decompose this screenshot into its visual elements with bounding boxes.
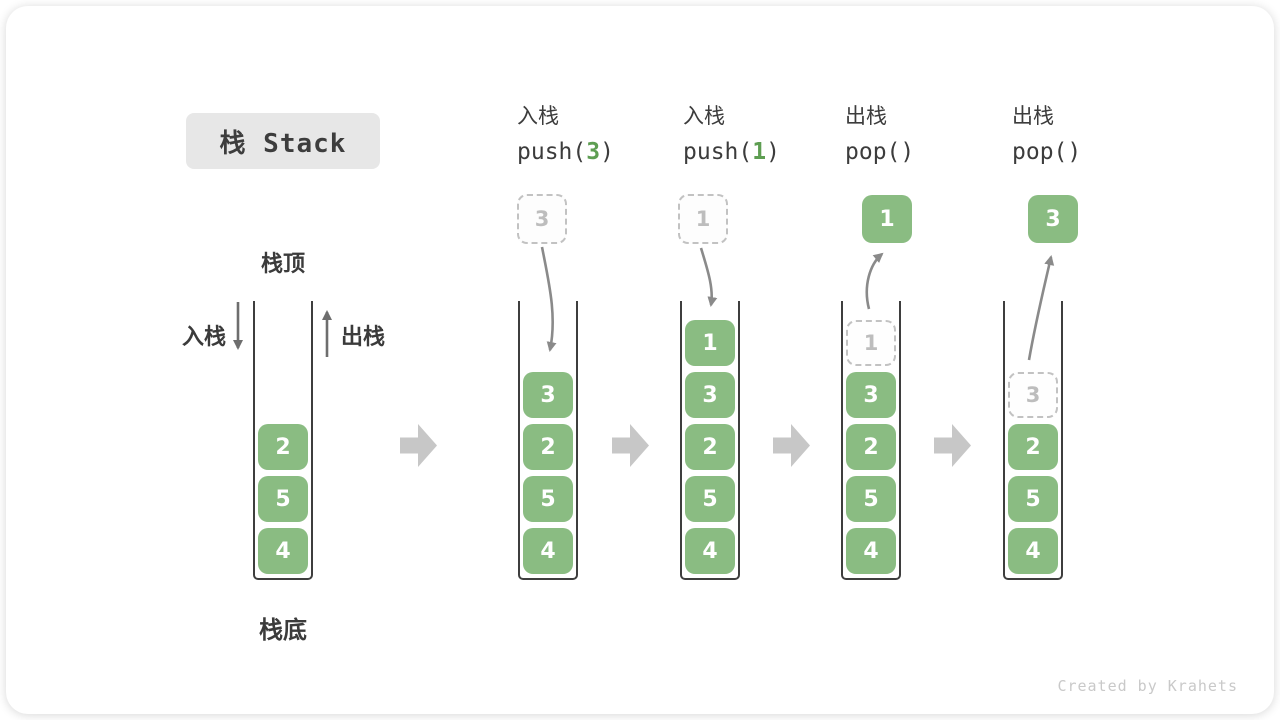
credit-text: Created by Krahets [1057, 677, 1238, 695]
stack-element: 3 [523, 372, 573, 418]
op-code: push(3) [517, 137, 614, 167]
op-header-pop-1: 出栈 pop() [845, 104, 914, 167]
pop-side-label: 出栈 [341, 324, 386, 349]
stack-top-label: 栈顶 [260, 251, 305, 276]
stack-element: 2 [523, 424, 573, 470]
stack-element: 1 [685, 320, 735, 366]
stack-element: 3 [846, 372, 896, 418]
op-label: 出栈 [1012, 105, 1054, 128]
code-prefix: push( [683, 139, 753, 165]
staged-element-dashed: 1 [678, 194, 728, 244]
stack-element: 4 [1008, 528, 1058, 574]
staged-element-popped: 3 [1028, 195, 1078, 243]
stack-element: 5 [685, 476, 735, 522]
stack-element: 5 [258, 476, 308, 522]
op-label: 出栈 [845, 105, 887, 128]
staged-element-popped: 1 [862, 195, 912, 243]
code-suffix: ) [600, 139, 614, 165]
stack-element: 2 [1008, 424, 1058, 470]
stack-element: 2 [846, 424, 896, 470]
code-prefix: pop( [1012, 139, 1068, 165]
stack-element: 5 [846, 476, 896, 522]
code-suffix: ) [766, 139, 780, 165]
op-header-pop-3: 出栈 pop() [1012, 104, 1081, 167]
push-side-label: 入栈 [182, 324, 227, 349]
title-text: 栈 Stack [219, 128, 347, 159]
stack-element: 5 [1008, 476, 1058, 522]
stack-element: 4 [258, 528, 308, 574]
staged-element-dashed: 3 [517, 194, 567, 244]
stack-element: 5 [523, 476, 573, 522]
code-prefix: pop( [845, 139, 901, 165]
op-code: push(1) [683, 137, 780, 167]
code-prefix: push( [517, 139, 587, 165]
stack-element: 4 [685, 528, 735, 574]
code-value: 1 [752, 139, 767, 165]
op-code: pop() [1012, 137, 1081, 167]
op-label: 入栈 [683, 105, 725, 128]
ghost-element: 3 [1008, 372, 1058, 418]
stack-element: 2 [685, 424, 735, 470]
code-suffix: ) [1067, 139, 1082, 165]
op-code: pop() [845, 137, 914, 167]
code-suffix: ) [900, 139, 915, 165]
stack-element: 2 [258, 424, 308, 470]
stack-element: 4 [523, 528, 573, 574]
stack-bottom-label: 栈底 [259, 617, 307, 644]
stack-element: 3 [685, 372, 735, 418]
title-badge: 栈 Stack [186, 113, 380, 169]
op-header-push-1: 入栈 push(1) [683, 104, 780, 167]
ghost-element: 1 [846, 320, 896, 366]
code-value: 3 [586, 139, 601, 165]
op-header-push-3: 入栈 push(3) [517, 104, 614, 167]
stack-element: 4 [846, 528, 896, 574]
op-label: 入栈 [517, 105, 559, 128]
